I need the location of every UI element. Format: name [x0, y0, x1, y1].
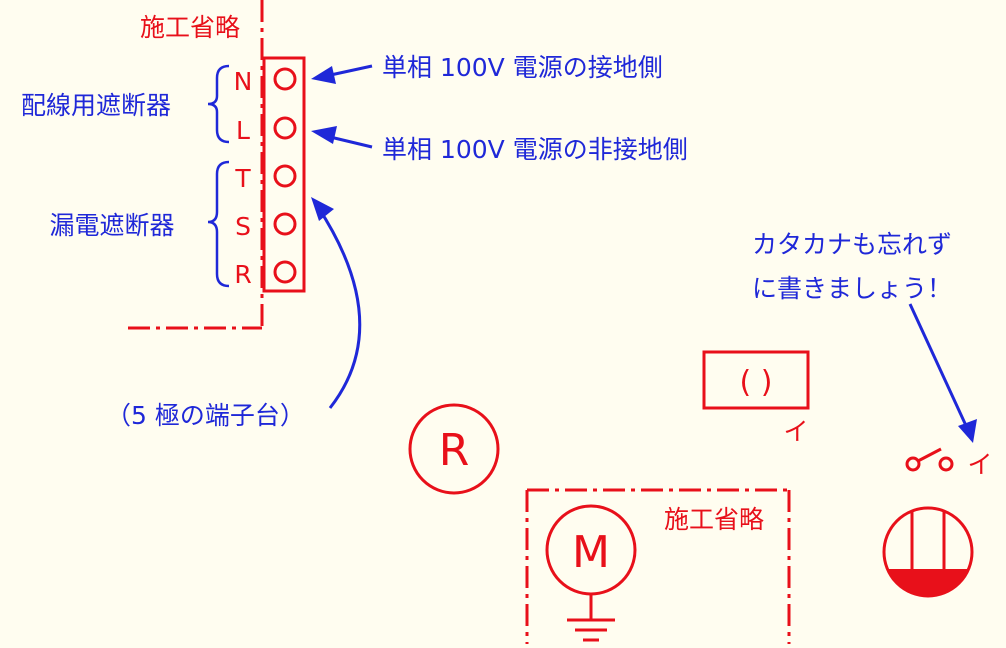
caption-terminal-block: （5 極の端子台） [106, 401, 305, 430]
terminal-label-t: T [234, 164, 251, 193]
omit-label-top: 施工省略 [140, 13, 240, 42]
receptacle-symbol [882, 506, 974, 598]
label-breaker: 配線用遮断器 [21, 91, 171, 120]
arrow-katakana [908, 303, 970, 431]
omit-frame-top [128, 0, 264, 330]
arrow-ground-side-head [311, 66, 336, 84]
lamp-box-sub-label: イ [783, 417, 808, 446]
switch-symbol [905, 447, 954, 472]
terminal-screws [273, 67, 297, 284]
terminal-screw-s [273, 212, 297, 236]
arrow-katakana-head [958, 419, 977, 443]
terminal-label-s: S [235, 212, 251, 241]
switch-label: イ [967, 450, 992, 479]
lamp-box-symbol [702, 350, 810, 410]
ground-symbol [567, 594, 615, 642]
brace-breaker [207, 64, 230, 144]
omit-frame-bottom [525, 488, 791, 644]
terminal-screw-l [273, 116, 297, 140]
arrow-non-ground-side-head [311, 126, 337, 144]
terminal-label-l: L [236, 116, 250, 145]
terminal-screw-t [273, 164, 297, 188]
terminal-block [262, 56, 306, 293]
arrow-terminal-block [316, 206, 362, 409]
relay-label: R [439, 425, 470, 476]
arrow-terminal-block-head [311, 197, 334, 221]
brace-leakage-breaker [207, 160, 230, 288]
terminal-screw-n [273, 67, 297, 91]
terminal-label-r: R [234, 260, 251, 289]
motor-label: M [572, 527, 610, 578]
callout-arrows [311, 64, 977, 443]
label-leakage-breaker: 漏電遮断器 [49, 211, 174, 240]
terminal-label-n: N [234, 67, 253, 96]
lamp-box-label: ( ) [740, 365, 773, 400]
callout-katakana-line2: に書きましょう！ [752, 274, 952, 303]
omit-label-bottom: 施工省略 [664, 505, 764, 534]
callout-ground-side: 単相 100V 電源の接地側 [382, 53, 663, 82]
callout-katakana-line1: カタカナも忘れず [752, 230, 952, 259]
callout-non-ground-side: 単相 100V 電源の非接地側 [382, 135, 688, 164]
relay-symbol [408, 403, 500, 495]
terminal-screw-r [273, 260, 297, 284]
